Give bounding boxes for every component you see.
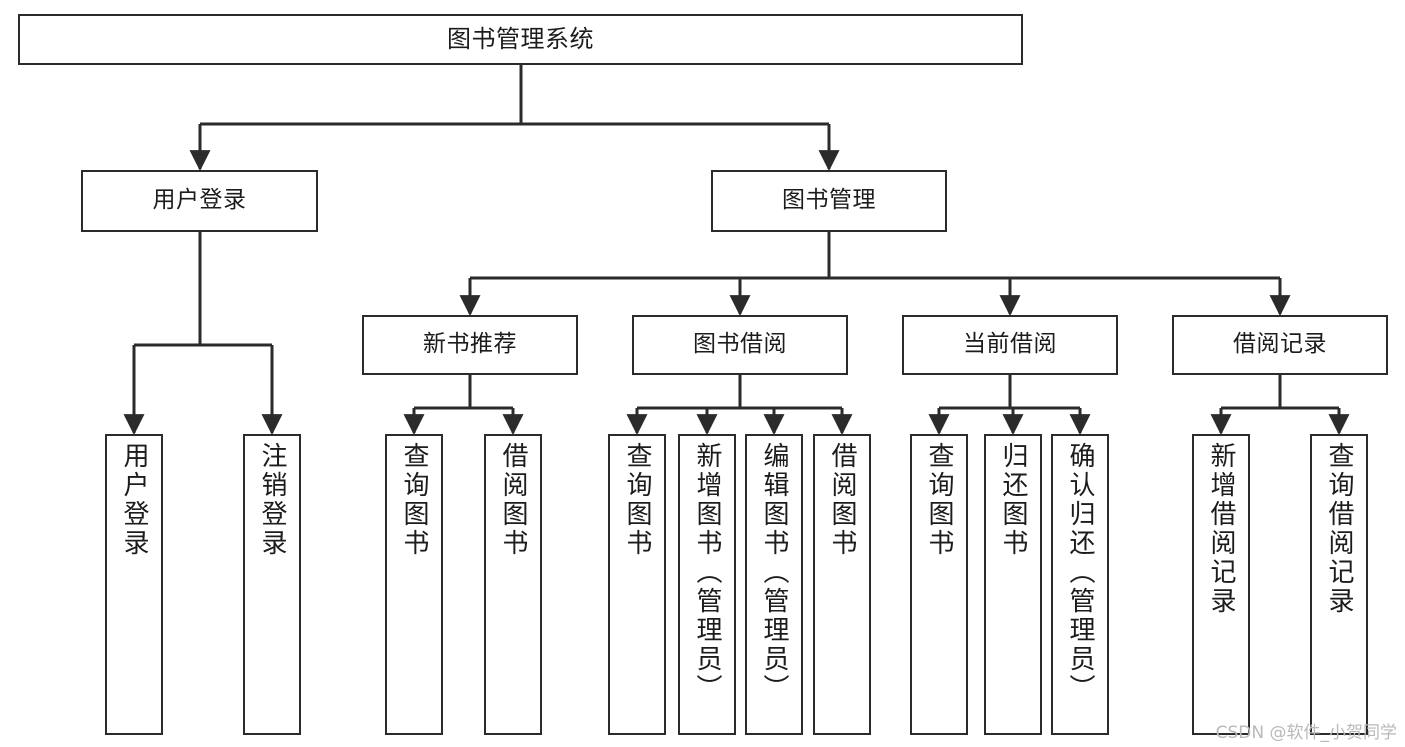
node-leaf-borrow-book-2-label: 借阅图书 [827,442,857,558]
node-borrow-record-label: 借阅记录 [1233,331,1327,358]
node-leaf-borrow-book-1[interactable]: 借阅图书 [484,434,542,735]
node-leaf-query-book-1[interactable]: 查询图书 [385,434,443,735]
node-leaf-user-login[interactable]: 用户登录 [105,434,163,735]
node-leaf-query-record[interactable]: 查询借阅记录 [1310,434,1368,735]
node-leaf-query-book-3[interactable]: 查询图书 [910,434,968,735]
node-leaf-add-record-label: 新增借阅记录 [1206,442,1236,616]
node-leaf-user-login-label: 用户登录 [119,442,149,558]
node-book-borrow-label: 图书借阅 [693,331,787,358]
node-leaf-add-book[interactable]: 新增图书（管理员） [678,434,736,735]
node-leaf-query-book-2-label: 查询图书 [622,442,652,558]
node-book-manage-label: 图书管理 [782,187,876,214]
node-leaf-query-book-1-label: 查询图书 [399,442,429,558]
node-leaf-return-book[interactable]: 归还图书 [984,434,1042,735]
node-leaf-borrow-book-2[interactable]: 借阅图书 [813,434,871,735]
node-user-login-label: 用户登录 [152,187,247,214]
watermark-text: CSDN @软件_小贺同学 [1215,723,1397,743]
node-leaf-edit-book-label: 编辑图书（管理员） [759,442,789,703]
node-book-borrow[interactable]: 图书借阅 [632,315,848,375]
node-leaf-add-record[interactable]: 新增借阅记录 [1192,434,1250,735]
node-book-manage[interactable]: 图书管理 [711,170,947,232]
node-leaf-add-book-label: 新增图书（管理员） [692,442,722,703]
node-leaf-confirm-return[interactable]: 确认归还（管理员） [1051,434,1109,735]
node-user-login[interactable]: 用户登录 [81,170,318,232]
node-leaf-return-book-label: 归还图书 [998,442,1028,558]
node-leaf-edit-book[interactable]: 编辑图书（管理员） [745,434,803,735]
node-new-book-rec[interactable]: 新书推荐 [362,315,578,375]
node-root[interactable]: 图书管理系统 [18,14,1023,65]
node-current-borrow-label: 当前借阅 [963,331,1057,358]
node-new-book-rec-label: 新书推荐 [423,331,517,358]
node-leaf-query-book-2[interactable]: 查询图书 [608,434,666,735]
node-leaf-logout-label: 注销登录 [257,442,287,558]
node-leaf-borrow-book-1-label: 借阅图书 [498,442,528,558]
node-leaf-logout[interactable]: 注销登录 [243,434,301,735]
node-root-label: 图书管理系统 [447,25,594,54]
node-leaf-confirm-return-label: 确认归还（管理员） [1065,442,1095,703]
node-borrow-record[interactable]: 借阅记录 [1172,315,1388,375]
node-leaf-query-book-3-label: 查询图书 [924,442,954,558]
node-current-borrow[interactable]: 当前借阅 [902,315,1118,375]
node-leaf-query-record-label: 查询借阅记录 [1324,442,1354,616]
